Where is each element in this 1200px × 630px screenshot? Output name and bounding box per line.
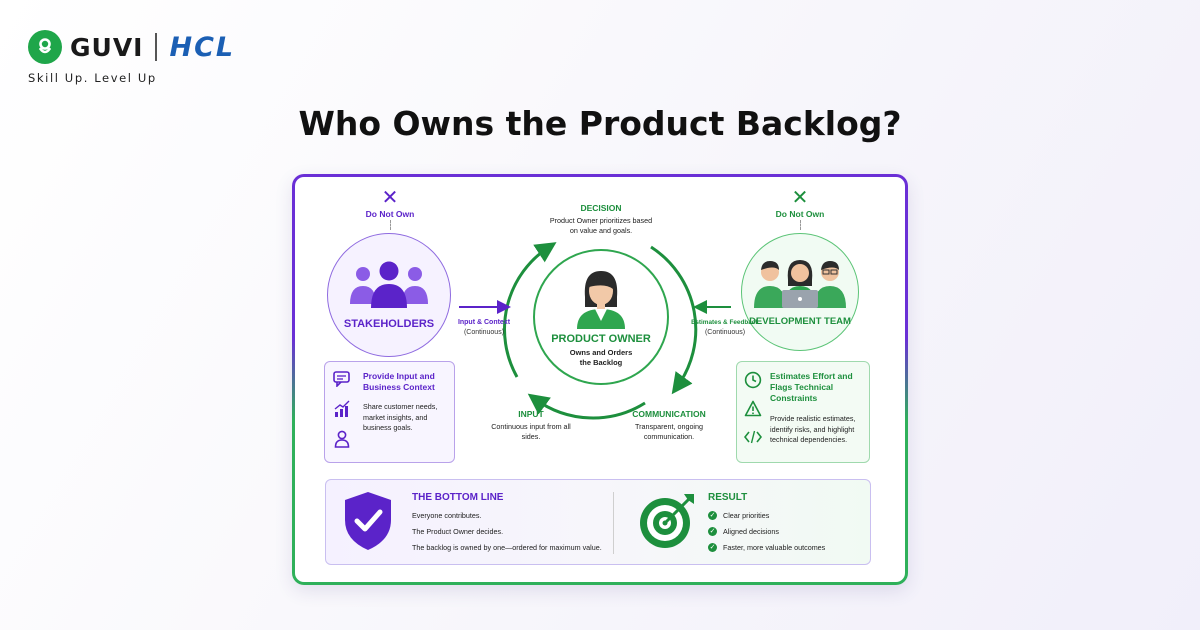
not-owner-check-icon: ✕ [791, 185, 809, 209]
decision-head: DECISION [580, 203, 622, 213]
communication-label: COMMUNICATION Transparent, ongoing commu… [623, 409, 715, 442]
flow-arrows [459, 242, 731, 420]
result-title: RESULT [708, 492, 748, 503]
chat-icon [333, 371, 350, 387]
growth-chart-icon [334, 400, 350, 417]
bottom-line-item: The Product Owner decides. [412, 527, 504, 536]
stakeholders-info-box: Provide Input and Business Context Share… [324, 361, 455, 463]
clock-icon [744, 371, 762, 389]
dev-team-box-text: Provide realistic estimates, identify ri… [770, 414, 856, 444]
decision-text: Product Owner prioritizes based on value… [549, 216, 653, 235]
result-item-text: Clear priorities [723, 511, 770, 520]
stakeholder-arrow-title: Input & Context [457, 319, 511, 326]
bottom-line-panel: THE BOTTOM LINE Everyone contributes. Th… [325, 479, 871, 565]
dev-team-status: Do Not Own [775, 209, 825, 219]
decision-label: DECISION Product Owner prioritizes based… [545, 203, 657, 236]
dev-arrow-title: Estimates & Feedback [691, 319, 759, 326]
stakeholders-title: STAKEHOLDERS [343, 318, 435, 330]
product-owner-title: PRODUCT OWNER [551, 332, 651, 345]
stakeholder-arrow-sub: (Continuous) [463, 329, 505, 336]
brand-tagline: Skill Up. Level Up [28, 71, 157, 85]
user-icon [334, 430, 350, 448]
product-owner-subtitle: Owns and Orders the Backlog [569, 347, 633, 367]
input-label: INPUT Continuous input from all sides. [491, 409, 571, 442]
result-item-text: Faster, more valuable outcomes [723, 543, 826, 552]
dev-team-node: DEVELOPMENT TEAM [741, 233, 859, 351]
stakeholders-group-icon [350, 261, 428, 308]
page-title: Who Owns the Product Backlog? [298, 104, 902, 143]
diagram-card: ✕ Do Not Own STAKEHOLDERS Input & Contex… [292, 174, 908, 585]
guvi-wordmark: GUVI [70, 32, 144, 62]
stakeholders-box-text: Share customer needs, market insights, a… [363, 402, 438, 432]
check-icon: ✓ [708, 543, 717, 552]
result-item: ✓ Aligned decisions [708, 524, 779, 539]
brand-logo: GUVI HCL [28, 30, 235, 64]
dev-team-group-icon [754, 259, 846, 308]
check-icon: ✓ [708, 527, 717, 536]
communication-text: Transparent, ongoing communication. [634, 422, 704, 441]
dev-team-title: DEVELOPMENT TEAM [749, 315, 851, 327]
dev-arrow-sub: (Continuous) [704, 329, 746, 336]
bottom-divider [613, 492, 614, 554]
input-head: INPUT [518, 409, 544, 419]
not-owner-x-icon: ✕ [381, 185, 399, 209]
result-item: ✓ Clear priorities [708, 508, 769, 523]
hcl-wordmark: HCL [169, 31, 236, 63]
input-text: Continuous input from all sides. [491, 422, 571, 441]
target-icon [640, 494, 694, 548]
product-owner-avatar-icon [577, 270, 625, 329]
product-owner-node: PRODUCT OWNER Owns and Orders the Backlo… [533, 249, 669, 385]
check-icon: ✓ [708, 511, 717, 520]
stakeholders-status: Do Not Own [365, 209, 415, 219]
bottom-line-title: THE BOTTOM LINE [412, 492, 504, 503]
dev-team-box-title: Estimates Effort and Flags Technical Con… [770, 371, 853, 403]
dev-team-info-box: Estimates Effort and Flags Technical Con… [736, 361, 870, 463]
result-item-text: Aligned decisions [723, 527, 779, 536]
bottom-line-item: Everyone contributes. [412, 511, 482, 520]
cycle-arc-bottom [527, 393, 646, 420]
shield-check-icon [345, 492, 391, 550]
code-icon [744, 430, 762, 444]
stakeholder-arrow-label: Input & Context (Continuous) [449, 318, 519, 338]
communication-head: COMMUNICATION [632, 409, 706, 419]
result-item: ✓ Faster, more valuable outcomes [708, 540, 825, 555]
dev-team-connector [800, 220, 801, 230]
stakeholders-node: STAKEHOLDERS [327, 233, 451, 357]
stakeholders-box-title: Provide Input and Business Context [363, 371, 435, 392]
stakeholders-connector [390, 220, 391, 230]
dev-arrow-label: Estimates & Feedback (Continuous) [687, 318, 763, 338]
logo-divider [155, 33, 158, 61]
bottom-line-item: The backlog is owned by one—ordered for … [412, 543, 602, 552]
warning-icon [744, 400, 762, 417]
guvi-logo-icon [28, 30, 62, 64]
